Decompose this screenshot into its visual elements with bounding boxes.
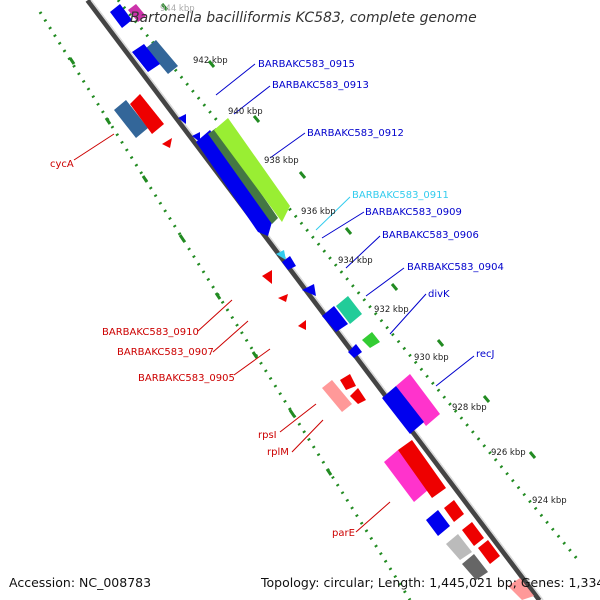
gene-label-pare: parE xyxy=(332,528,355,539)
gene-arrow-0915a xyxy=(146,40,178,74)
gene-arrow-parE-c xyxy=(462,522,484,546)
gene-arrow-0911 xyxy=(276,250,286,260)
gene-label-barbakc583-0915: BARBAKC583_0915 xyxy=(258,59,355,70)
gene-label-barbakc583-0906: BARBAKC583_0906 xyxy=(382,230,479,241)
gene-arrow-0915b xyxy=(132,44,160,72)
gene-labels-right: BARBAKC583_0915 BARBAKC583_0913 BARBAKC5… xyxy=(258,59,504,360)
gene-label-barbakc583-0905: BARBAKC583_0905 xyxy=(138,373,235,384)
tick-label: 940 kbp xyxy=(228,107,263,117)
gene-arrow-0912-shade xyxy=(208,128,278,224)
gene-arrow-rpsI xyxy=(322,380,352,412)
gene-arrow-0910 xyxy=(162,138,172,148)
forward-strand-features xyxy=(110,4,488,580)
gene-label-cyca: cycA xyxy=(50,159,74,170)
tick-label: 932 kbp xyxy=(374,305,409,315)
gene-arrow-rplM-a xyxy=(340,374,356,390)
gene-arrow-0906 xyxy=(302,284,316,296)
gene-arrow-recJ-rna xyxy=(396,374,440,426)
gene-arrow-parE-rna xyxy=(384,450,428,502)
gene-arrow-divK-a xyxy=(336,296,362,324)
gene-arrow-bottom xyxy=(508,578,534,600)
gene-arrow-0907 xyxy=(262,270,272,284)
gene-label-recj: recJ xyxy=(476,349,495,360)
outer-tick-track xyxy=(116,0,580,561)
genome-backbone-highlight xyxy=(90,0,544,600)
gene-arrow-cycA-blue xyxy=(114,100,148,138)
gene-arrow-parE-d xyxy=(478,540,500,564)
major-tick-marks xyxy=(68,3,537,476)
gene-arrow-0904 xyxy=(322,306,348,332)
gene-arrow-recJ xyxy=(382,386,424,434)
gene-arrow-top-1 xyxy=(110,4,132,28)
gene-arrow-top-2 xyxy=(128,4,146,22)
tick-label: 938 kbp xyxy=(264,156,299,166)
gene-arrow-divK-b xyxy=(348,344,362,358)
gene-arrow-0913 xyxy=(178,114,186,124)
tick-label: 926 kbp xyxy=(491,448,526,458)
gene-arrow-rplM-b xyxy=(350,388,366,404)
accession-text: Accession: NC_008783 xyxy=(9,575,152,590)
gene-label-barbakc583-0904: BARBAKC583_0904 xyxy=(407,262,504,273)
callout-lines-left xyxy=(73,133,391,533)
callout-lines-right xyxy=(215,63,475,387)
gene-arrow-0912 xyxy=(196,130,272,236)
tick-label: 928 kbp xyxy=(452,403,487,413)
genome-backbone xyxy=(85,0,543,600)
gene-label-divk: divK xyxy=(428,289,450,300)
tick-label: 934 kbp xyxy=(338,256,373,266)
gene-arrow-parE xyxy=(398,440,446,498)
gene-arrow-lower-blue xyxy=(426,510,450,536)
gene-arrow-parE-b xyxy=(444,500,464,522)
gene-label-barbakc583-0909: BARBAKC583_0909 xyxy=(365,207,462,218)
tick-label: 924 kbp xyxy=(532,496,567,506)
gene-arrow-cycA xyxy=(130,94,164,134)
tick-labels: 944 kbp 942 kbp 940 kbp 938 kbp 936 kbp … xyxy=(160,4,567,506)
gene-arrow-lower-dark xyxy=(462,554,488,580)
gene-arrow-0905-a xyxy=(278,294,288,302)
gene-label-barbakc583-0911: BARBAKC583_0911 xyxy=(352,190,449,201)
gene-label-barbakc583-0910: BARBAKC583_0910 xyxy=(102,327,199,338)
gene-labels-left: cycA BARBAKC583_0910 BARBAKC583_0907 BAR… xyxy=(50,159,355,539)
gene-label-barbakc583-0912: BARBAKC583_0912 xyxy=(307,128,404,139)
tick-label: 930 kbp xyxy=(414,353,449,363)
gene-arrow-divK-c xyxy=(362,332,380,348)
tick-label: 942 kbp xyxy=(193,56,228,66)
tick-label: 936 kbp xyxy=(301,207,336,217)
gene-label-rpsi: rpsI xyxy=(258,430,277,441)
gene-arrow-0905-b xyxy=(298,320,306,330)
gene-label-barbakc583-0913: BARBAKC583_0913 xyxy=(272,80,369,91)
gene-arrow-green xyxy=(214,118,290,222)
tick-label: 944 kbp xyxy=(160,4,195,14)
gene-arrow-0909 xyxy=(282,256,296,270)
gene-label-rplm: rplM xyxy=(267,447,289,458)
reverse-strand-features xyxy=(114,94,534,600)
genome-summary-text: Topology: circular; Length: 1,445,021 bp… xyxy=(261,575,600,590)
genome-title: Bartonella bacilliformis KC583, complete… xyxy=(130,10,477,26)
gene-arrow-lower-grey xyxy=(446,534,472,560)
gene-label-barbakc583-0907: BARBAKC583_0907 xyxy=(117,347,214,358)
gene-arrow-0912-small xyxy=(192,132,200,142)
